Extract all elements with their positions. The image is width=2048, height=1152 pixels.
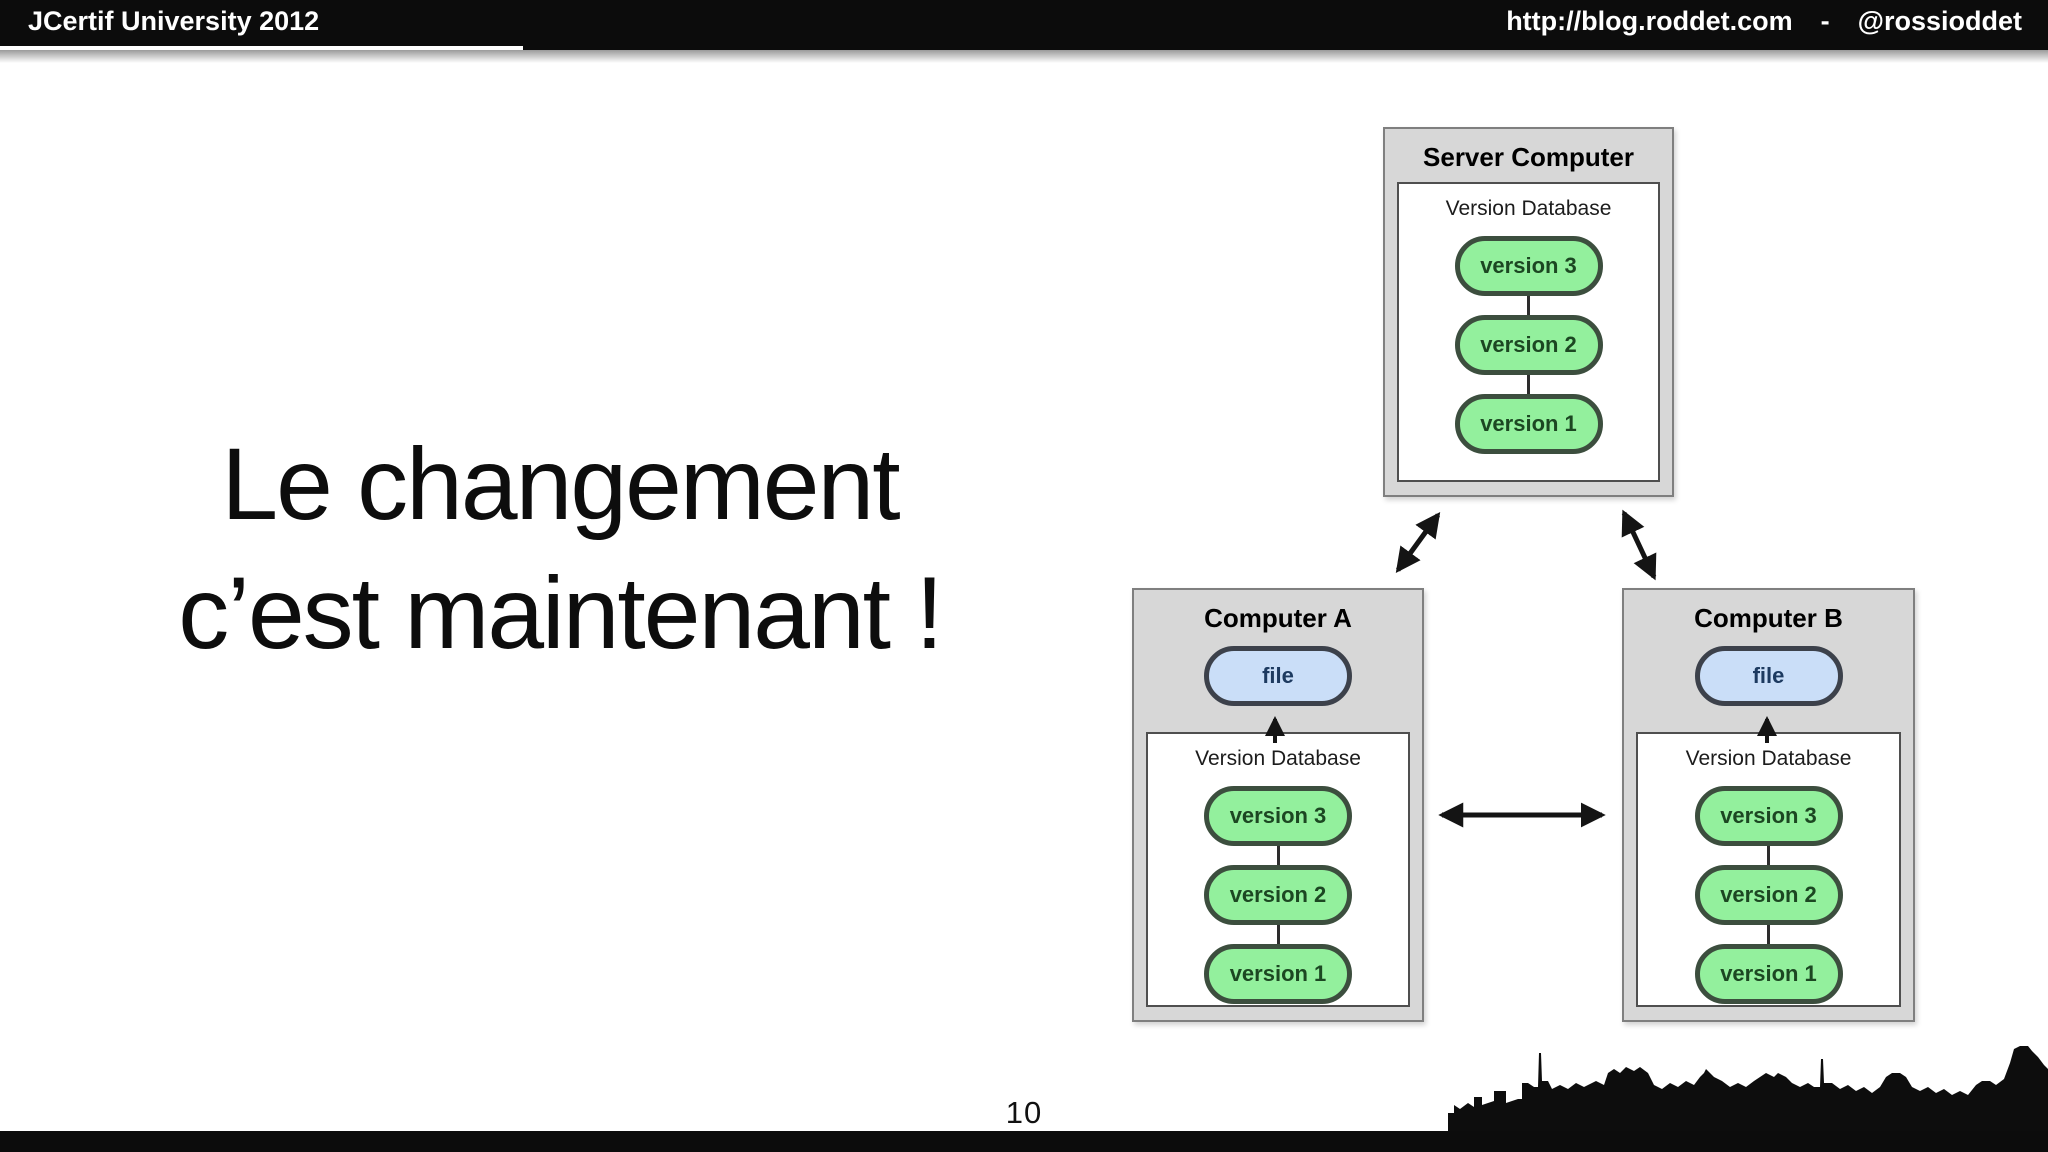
- twitter-handle: @rossioddet: [1857, 5, 2022, 36]
- computer-a-version-2-pill: version 2: [1204, 865, 1352, 925]
- version-connector: [1527, 375, 1530, 394]
- server-computer-box: Server Computer Version Database version…: [1383, 127, 1674, 497]
- computer-b-file-row: file: [1624, 646, 1913, 706]
- version-connector: [1767, 846, 1770, 865]
- page-number: 10: [1005, 1095, 1043, 1130]
- top-bar: JCertif University 2012 http://blog.rodd…: [0, 0, 2048, 46]
- conference-title: JCertif University 2012: [28, 5, 320, 36]
- version-connector: [1276, 846, 1280, 865]
- computer-a-version-1-pill: version 1: [1204, 944, 1352, 1004]
- server-version-3-pill: version 3: [1454, 236, 1603, 296]
- version-connector: [1527, 296, 1530, 315]
- sync-arrow-server-a-icon: [1395, 511, 1441, 574]
- top-bar-shadow: [0, 50, 2048, 63]
- computer-a-version-3-pill: version 3: [1204, 786, 1352, 846]
- computer-a-version-database: Version Database version 3 version 2 ver…: [1146, 732, 1410, 1007]
- computer-a-box: Computer A file Version Database version…: [1132, 588, 1424, 1022]
- sync-arrow-server-b-icon: [1621, 509, 1657, 581]
- slide-title-line1: Le changement: [221, 427, 900, 541]
- city-skyline-silhouette: [1448, 1046, 2048, 1131]
- separator-dash: -: [1820, 5, 1830, 36]
- top-bar-step: [523, 46, 2048, 50]
- slide-title: Le changement c’est maintenant !: [40, 420, 1080, 677]
- server-version-2-pill: version 2: [1454, 315, 1603, 375]
- blog-url: http://blog.roddet.com: [1506, 5, 1793, 36]
- version-connector: [1767, 925, 1770, 944]
- computer-a-title: Computer A: [1204, 603, 1352, 633]
- computer-b-version-2-pill: version 2: [1694, 865, 1843, 925]
- computer-a-file-row: file: [1134, 646, 1422, 706]
- server-computer-title: Server Computer: [1423, 142, 1634, 172]
- computer-b-title: Computer B: [1694, 603, 1843, 633]
- top-bar-right: http://blog.roddet.com - @rossioddet: [1506, 6, 2022, 37]
- computer-a-db-label: Version Database: [1195, 747, 1361, 770]
- bottom-bar: [0, 1131, 2048, 1152]
- server-db-label: Version Database: [1445, 197, 1612, 220]
- computer-b-box: Computer B file Version Database version…: [1622, 588, 1915, 1022]
- computer-a-file-pill: file: [1204, 646, 1352, 706]
- server-version-1-pill: version 1: [1454, 394, 1603, 454]
- computer-b-version-3-pill: version 3: [1694, 786, 1843, 846]
- slide-title-line2: c’est maintenant !: [178, 555, 943, 670]
- computer-b-version-1-pill: version 1: [1694, 944, 1843, 1004]
- version-connector: [1276, 925, 1280, 944]
- computer-b-file-pill: file: [1694, 646, 1843, 706]
- computer-b-db-label: Version Database: [1685, 747, 1852, 770]
- computer-b-version-database: Version Database version 3 version 2 ver…: [1636, 732, 1901, 1007]
- server-version-database: Version Database version 3 version 2 ver…: [1397, 182, 1660, 482]
